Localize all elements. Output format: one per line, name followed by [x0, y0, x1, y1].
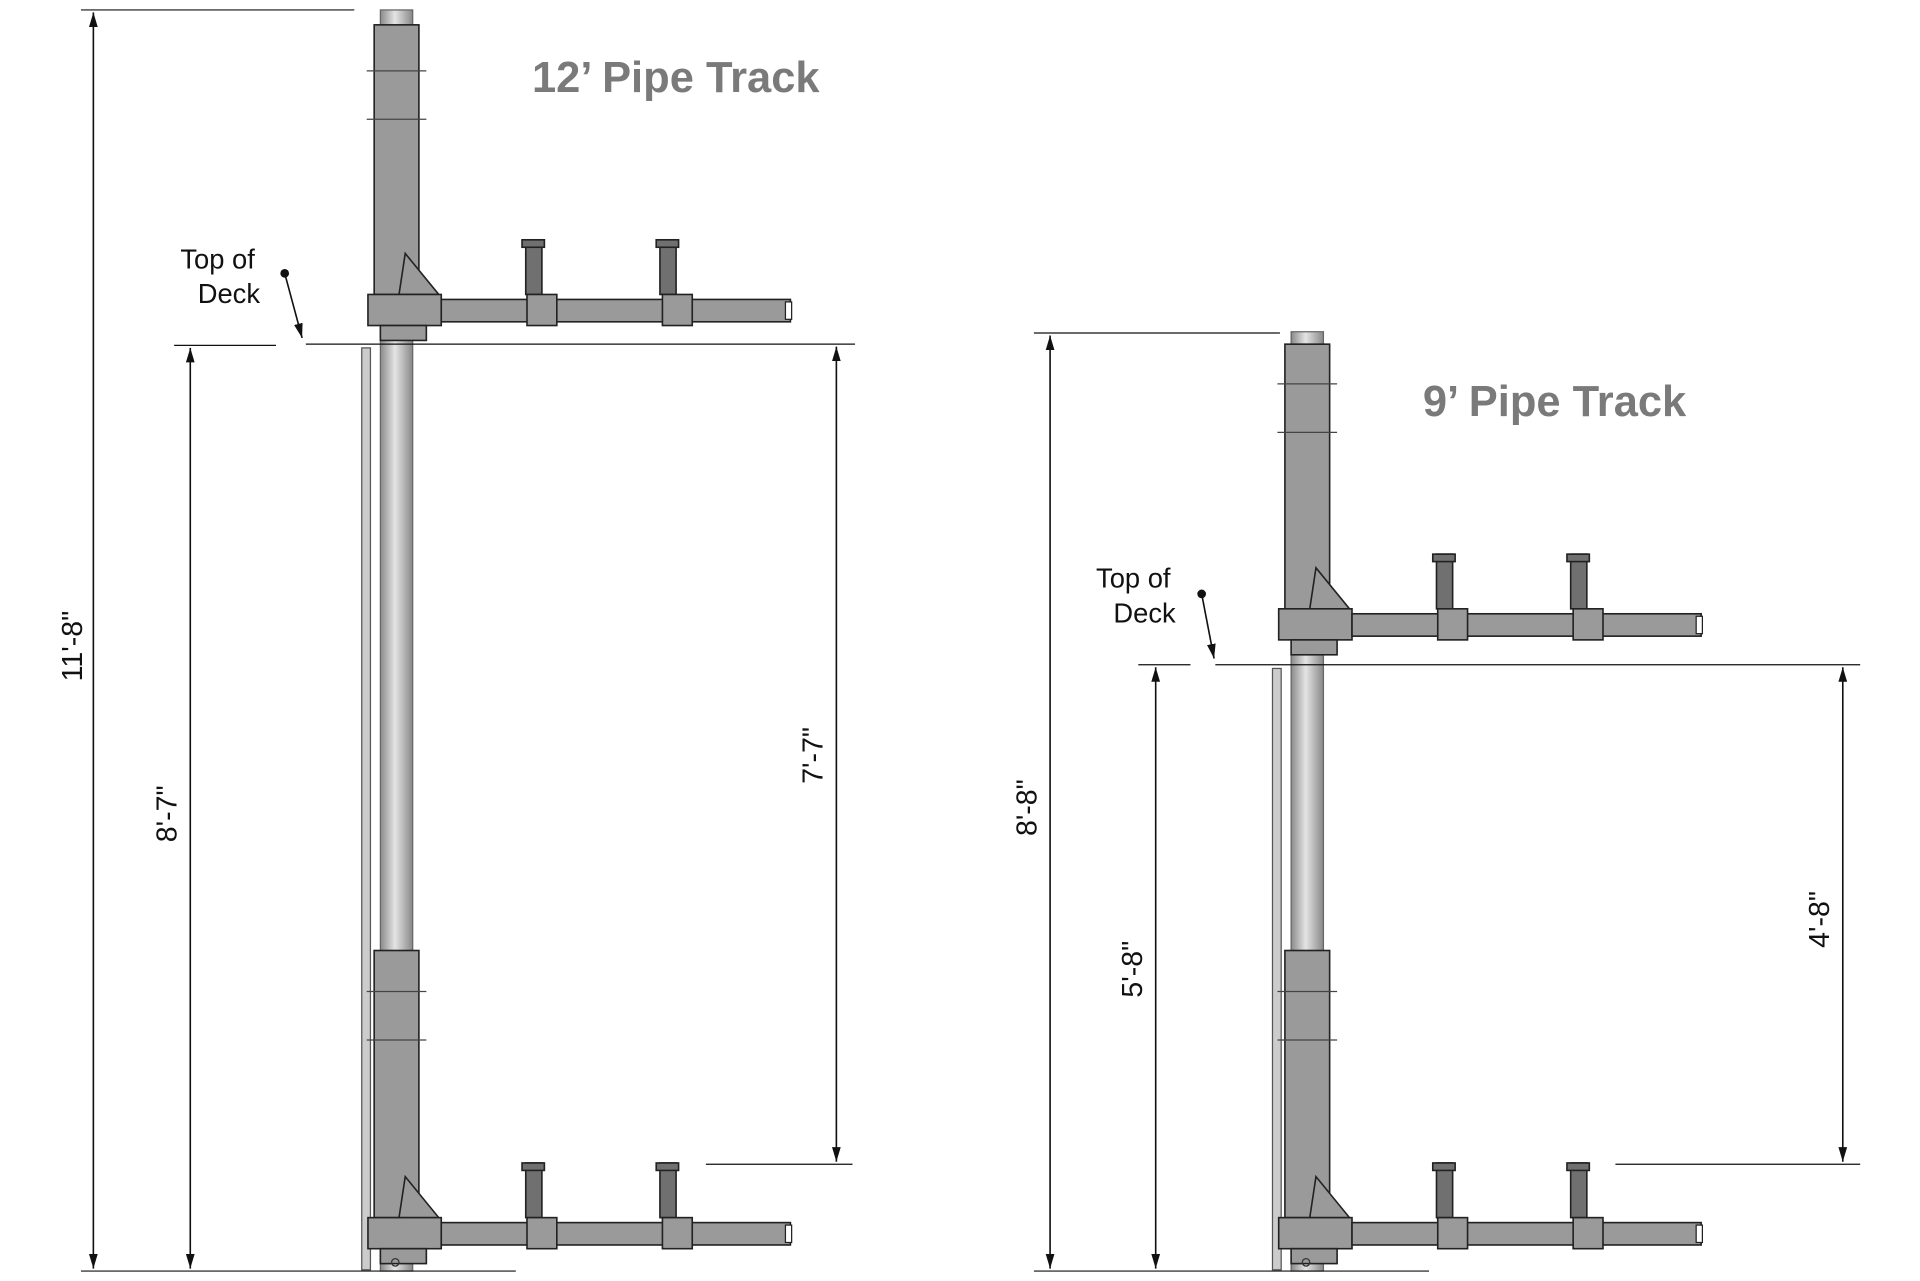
- right-post-frame: [1271, 667, 1282, 1271]
- right-upper-rack: [1277, 553, 1704, 656]
- left-rack-clearance: 7'-7": [798, 727, 830, 784]
- right-rack-clearance: 4'-8": [1804, 891, 1836, 948]
- right-top-of-deck-label: Top of: [1096, 563, 1171, 594]
- right-overall-height: 8'-8": [1011, 779, 1043, 836]
- left-top-of-deck-label-2: Deck: [198, 278, 261, 309]
- left-deck-height: 8'-7": [152, 785, 184, 842]
- right-title: 9’ Pipe Track: [1423, 378, 1687, 426]
- left-pipe-track: 12’ Pipe Track Top of Deck 11'-8" 8'-7" …: [57, 9, 856, 1272]
- left-upper-rack: [367, 238, 793, 342]
- right-lower-sleeve: [1284, 949, 1331, 1219]
- left-lower-sleeve: [373, 949, 420, 1219]
- left-top-of-deck-label: Top of: [180, 243, 255, 274]
- left-overall-height: 11'-8": [57, 611, 89, 682]
- left-upper-sleeve: [373, 24, 420, 296]
- right-pipe-track: 9’ Pipe Track Top of Deck 8'-8" 5'-8" 4'…: [1011, 331, 1861, 1272]
- left-lower-rack: [367, 1162, 793, 1265]
- left-post-frame: [361, 347, 372, 1271]
- left-title: 12’ Pipe Track: [532, 54, 820, 102]
- right-deck-height: 5'-8": [1117, 941, 1149, 998]
- right-lower-rack: [1277, 1162, 1704, 1265]
- right-top-of-deck-label-2: Deck: [1113, 597, 1176, 628]
- right-upper-sleeve: [1284, 343, 1331, 610]
